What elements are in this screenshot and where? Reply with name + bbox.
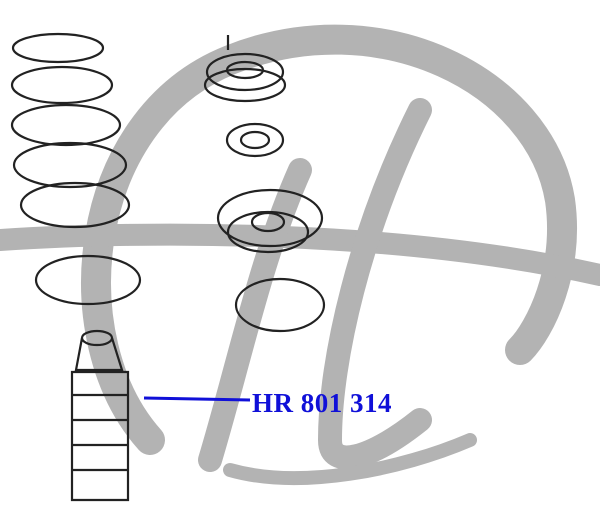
spring-insulator: [234, 277, 326, 333]
upper-spring-seat: [216, 188, 324, 254]
strut-bearing: [225, 122, 285, 158]
spring-seat-ring: [34, 254, 142, 306]
coil-spring: [10, 32, 131, 229]
leader-line: [143, 396, 251, 402]
dust-boot-bump-stop: [70, 329, 130, 502]
part-number-label: HR 801 314: [252, 388, 392, 418]
watermark-logo: [0, 24, 600, 485]
strut-top-mount: [203, 35, 287, 103]
